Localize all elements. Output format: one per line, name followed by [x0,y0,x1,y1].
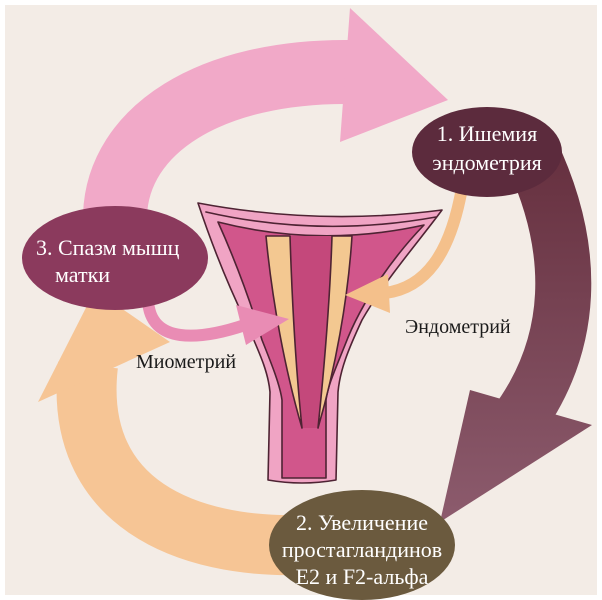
step-1-node: 1. Ишемия эндометрия [412,107,562,197]
step-2-text-line-1: 2. Увеличение [296,510,428,535]
step-3-node: 3. Спазм мышц матки [22,206,208,310]
step-1-text-line-1: 1. Ишемия [437,121,537,146]
step-1-text-line-2: эндометрия [432,150,541,175]
step-3-text-line-1: 3. Спазм мышц [36,235,180,260]
step-3-text-line-2: матки [55,262,110,287]
step-2-text-line-2: простагландинов [282,537,442,562]
endometrium-label: Эндометрий [405,316,511,338]
step-2-node: 2. Увеличение простагландинов E2 и F2-ал… [269,490,455,600]
myometrium-label: Миометрий [136,351,236,373]
step-2-text-line-3: E2 и F2-альфа [296,564,429,589]
